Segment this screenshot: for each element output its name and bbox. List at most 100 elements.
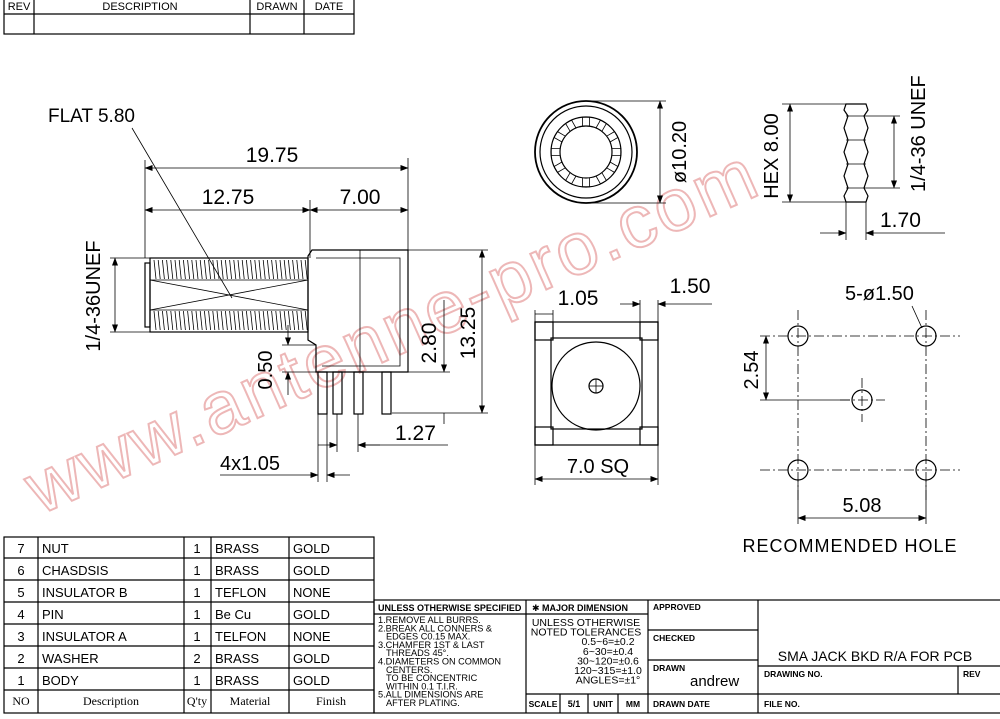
bom-no: 7 — [17, 541, 24, 556]
drawn-by-value: andrew — [690, 673, 739, 690]
dim-body-square: 7.0 SQ — [567, 456, 629, 478]
face-notch — [582, 116, 590, 127]
thread-mark — [250, 310, 253, 331]
thread-mark — [233, 310, 237, 331]
note-line: WITHIN 0.1 T.I.R. — [386, 681, 458, 691]
face-notch — [565, 119, 577, 132]
thread-mark — [225, 259, 228, 280]
hole-pattern: 5-ø1.50 2.54 5.08 RECOMMENDED HOLE — [741, 283, 960, 556]
drawn-header: DRAWN — [256, 1, 297, 13]
thread-mark — [229, 259, 232, 280]
dim-pin-length: 2.80 — [418, 323, 441, 364]
face-notch — [582, 177, 590, 188]
file-no-label: FILE NO. — [764, 699, 800, 709]
thread-mark — [183, 259, 186, 280]
thread-mark — [275, 310, 279, 331]
checked-label: CHECKED — [653, 633, 695, 643]
bom-finish: GOLD — [293, 563, 330, 578]
thread-mark — [195, 310, 199, 331]
face-notch — [553, 161, 566, 173]
bom-description: NUT — [42, 541, 69, 556]
thread-mark — [157, 310, 161, 331]
bom-material: BRASS — [215, 651, 259, 666]
thread-mark — [304, 259, 308, 280]
thread-mark — [212, 259, 216, 280]
thread-mark — [288, 310, 291, 331]
thread-mark — [271, 259, 274, 280]
thread-mark — [166, 310, 169, 331]
note-line: THREADS 45°. — [386, 648, 449, 658]
thread-mark — [208, 310, 211, 331]
thread-mark — [162, 310, 165, 331]
hole-count-label: 5-ø1.50 — [845, 283, 914, 305]
bom-finish: GOLD — [293, 673, 330, 688]
unit-label: UNIT — [593, 699, 614, 709]
thread-mark — [195, 259, 199, 280]
dim-face-diameter: ø10.20 — [669, 121, 691, 183]
dim-overall-length: 19.75 — [246, 144, 299, 167]
bom-qty: 1 — [193, 563, 200, 578]
thread-mark — [296, 310, 300, 331]
thread-mark — [262, 310, 266, 331]
thread-mark — [300, 259, 304, 280]
bom-header-finish: Finish — [316, 694, 346, 708]
scale-value: 5/1 — [568, 699, 581, 709]
bom-finish: GOLD — [293, 541, 330, 556]
unless-specified-header: UNLESS OTHERWISE SPECIFIED — [378, 603, 522, 613]
face-notch — [606, 131, 619, 143]
thread-mark — [262, 259, 266, 280]
drawn-label: DRAWN — [653, 663, 685, 673]
bom-finish: NONE — [293, 629, 331, 644]
dim-pad-size: 1.50 — [670, 275, 711, 298]
thread-mark — [162, 259, 165, 280]
thread-mark — [204, 259, 207, 280]
thread-mark — [250, 259, 253, 280]
note-line: 2.BREAK ALL CONNERS & — [378, 623, 492, 633]
note-line: 5.ALL DIMENSIONS ARE — [378, 690, 483, 700]
note-line: 4.DIAMETERS ON COMMON — [378, 657, 501, 667]
side-view: FLAT 5.80 19.75 12.75 7.00 1/4-36UNEF — [48, 106, 488, 482]
thread-mark — [246, 259, 249, 280]
drawing-no-label: DRAWING NO. — [764, 669, 823, 679]
bom-description: BODY — [42, 673, 79, 688]
thread-mark — [170, 259, 174, 280]
tolerance-line: UNLESS OTHERWISE — [532, 617, 640, 629]
bom-no: 6 — [17, 563, 24, 578]
bottom-view: 1.05 1.50 7.0 SQ — [534, 275, 712, 485]
thread-mark — [267, 310, 270, 331]
bom-qty: 1 — [193, 607, 200, 622]
thread-mark — [174, 259, 178, 280]
dim-hex-size: HEX 8.00 — [761, 113, 783, 199]
bom-description: CHASDSIS — [42, 563, 109, 578]
thread-mark — [258, 259, 262, 280]
note-line: CENTERS. — [386, 665, 432, 675]
description-header: DESCRIPTION — [102, 1, 177, 13]
unit-value: MM — [626, 699, 640, 709]
thread-mark — [157, 259, 161, 280]
thread-mark — [241, 259, 245, 280]
thread-mark — [283, 310, 287, 331]
recommended-hole-title: RECOMMENDED HOLE — [742, 536, 957, 556]
bom-description: INSULATOR B — [42, 585, 127, 600]
bom-material: TELFON — [215, 629, 266, 644]
front-view: ø10.20 — [534, 100, 691, 204]
thread-mark — [174, 310, 178, 331]
thread-mark — [178, 310, 182, 331]
thread-mark — [204, 310, 207, 331]
face-notch — [606, 161, 619, 173]
drawn-date-label: DRAWN DATE — [653, 699, 710, 709]
revision-table: REV DESCRIPTION DRAWN DATE — [3, 0, 355, 35]
bom-header-material: Material — [230, 694, 271, 708]
dim-pad-offset: 1.05 — [558, 287, 599, 310]
thread-mark — [304, 310, 308, 331]
dim-body-length: 7.00 — [340, 186, 381, 209]
bom-qty: 1 — [193, 585, 200, 600]
thread-mark — [233, 259, 237, 280]
nut-thread-label: 1/4-36 UNEF — [908, 75, 930, 192]
thread-mark — [187, 310, 190, 331]
dim-hole-offset: 2.54 — [741, 351, 763, 390]
face-notch — [565, 172, 577, 185]
